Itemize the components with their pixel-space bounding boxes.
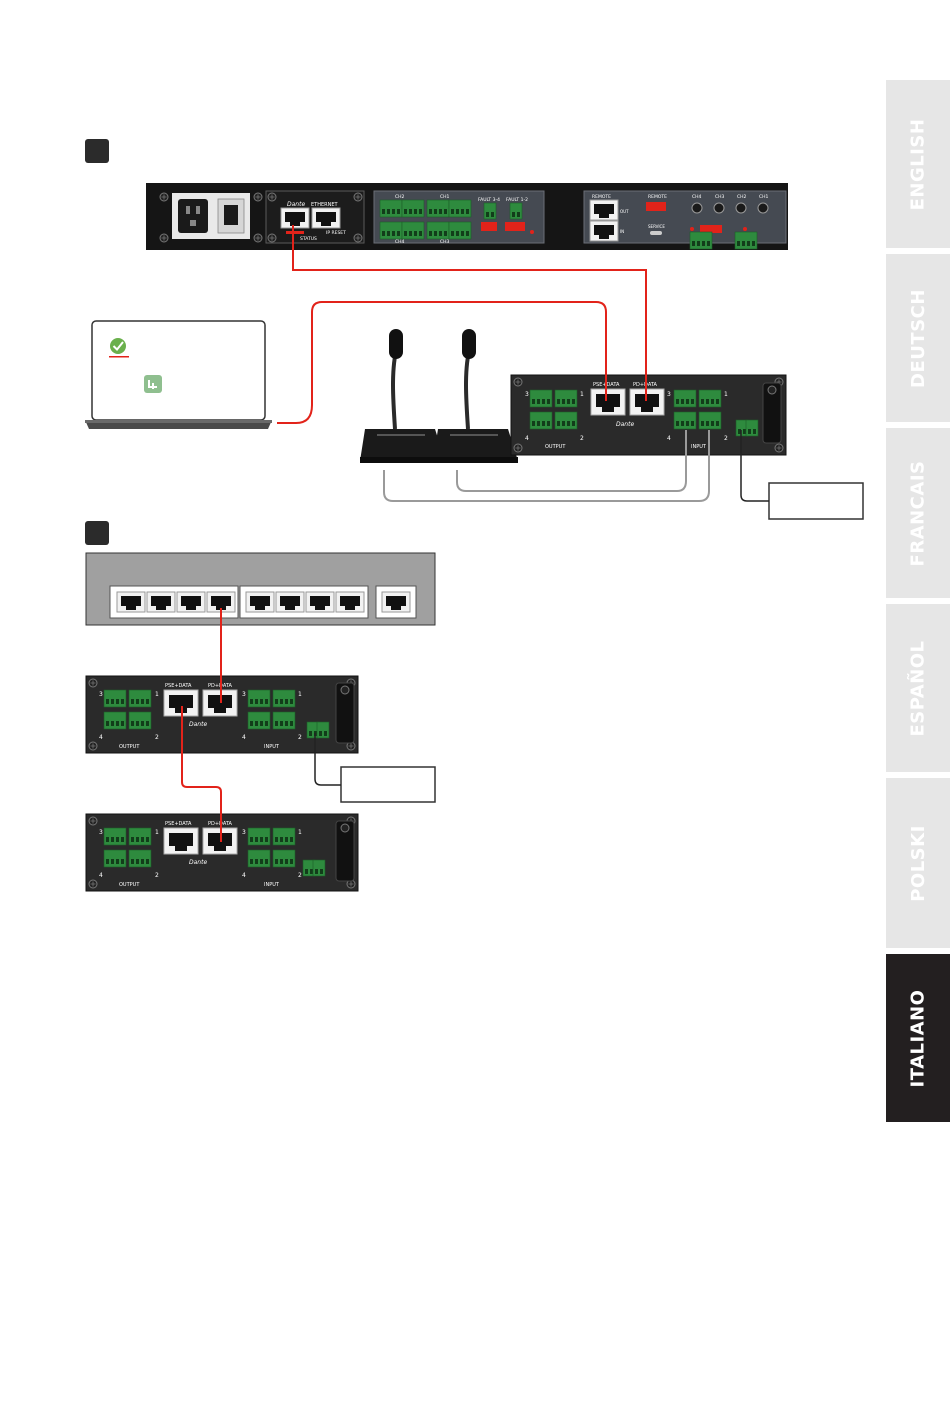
amp-dante-port: [280, 207, 310, 229]
amp-ch-label: CH3: [440, 239, 450, 245]
io-number: 4: [525, 435, 529, 442]
io-number: 1: [155, 691, 159, 698]
amp-ch-label: CH2: [395, 194, 405, 200]
amp-ch-label: CH4: [395, 239, 405, 245]
io-number: 4: [242, 734, 246, 741]
language-tab-deutsch[interactable]: DEUTSCH: [886, 254, 950, 422]
amp-knob-label: CH4: [692, 194, 702, 200]
laptop: [85, 320, 272, 429]
amp-remote-label: REMOTE: [592, 194, 611, 200]
amp-fault-label: FAULT 3-4: [478, 197, 500, 203]
amp-status-label: STATUS: [300, 236, 317, 242]
step-marker-2: [85, 521, 109, 545]
input-label: INPUT: [691, 444, 707, 450]
dante-logo: Dante: [189, 721, 207, 728]
network-switch: [85, 552, 436, 626]
io-number: 2: [155, 872, 159, 879]
check-icon: [110, 338, 126, 354]
language-tab-english[interactable]: ENGLISH: [886, 80, 950, 248]
cable-mic2: [456, 430, 687, 492]
io-number: 1: [298, 691, 302, 698]
step-marker-1: [85, 139, 109, 163]
io-number: 2: [580, 435, 584, 442]
amp-ethernet-label: ETHERNET: [311, 202, 339, 208]
cable-mic1: [383, 430, 710, 502]
amp-ch-label: CH1: [440, 194, 450, 200]
language-tab-espanol[interactable]: ESPAÑOL: [886, 604, 950, 772]
network-cables: [181, 225, 647, 842]
dante-logo: Dante: [189, 859, 207, 866]
pse-data-label: PSE+DATA: [165, 821, 192, 827]
cable-power-top: [740, 430, 769, 502]
input-label: INPUT: [264, 744, 280, 750]
io-number: 1: [724, 391, 728, 398]
interface-unit-middle: 3 4 1 2 OUTPUT PSE+DATA PD+DATA Dante 3 …: [85, 675, 359, 754]
amp-service-label: SERVICE: [648, 224, 665, 229]
io-number: 3: [525, 391, 529, 398]
app-icon: [143, 374, 163, 394]
cable-laptop-to-pse: [277, 301, 607, 424]
output-label: OUTPUT: [545, 444, 566, 450]
io-number: 3: [99, 691, 103, 698]
cable-power-middle: [314, 733, 341, 786]
pse-data-label: PSE+DATA: [165, 683, 192, 689]
io-number: 2: [724, 435, 728, 442]
io-number: 2: [298, 872, 302, 879]
io-number: 3: [242, 691, 246, 698]
language-tab-polski[interactable]: POLSKI: [886, 778, 950, 948]
amp-fault-label: FAULT 1-2: [506, 197, 528, 203]
io-number: 3: [667, 391, 671, 398]
cable-middle-pse-to-bottom-pd: [181, 706, 222, 842]
amp-remote-dip-label: REMOTE: [648, 194, 667, 200]
amp-remote-out: OUT: [620, 209, 629, 214]
io-number: 2: [155, 734, 159, 741]
gooseneck-microphone-1: [358, 327, 447, 465]
input-label: INPUT: [264, 882, 280, 888]
gooseneck-microphone-2: [431, 327, 520, 465]
amp-dante-label: Dante: [287, 201, 305, 208]
dante-logo: Dante: [616, 421, 634, 428]
amp-ethernet-port: [311, 207, 341, 229]
amp-knob-label: CH3: [715, 194, 725, 200]
io-number: 1: [155, 829, 159, 836]
io-number: 2: [298, 734, 302, 741]
io-number: 3: [242, 829, 246, 836]
language-tab-italiano[interactable]: ITALIANO: [886, 954, 950, 1122]
io-number: 3: [99, 829, 103, 836]
io-number: 1: [580, 391, 584, 398]
power-supply-box: [768, 482, 864, 520]
language-tab-francais[interactable]: FRANCAIS: [886, 428, 950, 598]
pse-data-port: [590, 388, 626, 416]
io-number: 4: [99, 872, 103, 879]
amp-knob-label: CH2: [737, 194, 747, 200]
io-number: 4: [242, 872, 246, 879]
io-number: 4: [99, 734, 103, 741]
cable-amp-to-pd: [292, 225, 647, 401]
output-label: OUTPUT: [119, 882, 140, 888]
output-label: OUTPUT: [119, 744, 140, 750]
amp-ip-reset-label: IP RESET: [326, 230, 346, 236]
amp-knob-label: CH1: [759, 194, 769, 200]
amp-remote-in: IN: [620, 229, 624, 234]
io-number: 1: [298, 829, 302, 836]
pse-data-port: [163, 827, 199, 855]
microphone-cables: [383, 430, 710, 502]
power-cables: [314, 430, 769, 786]
interface-unit-top: 3 4 1 2 OUTPUT PSE+DATA PD+DATA Dante 3 …: [510, 374, 787, 456]
amplifier-rear-panel: Dante ETHERNET STATUS IP RESET CH2 CH1 C…: [146, 183, 788, 250]
io-number: 4: [667, 435, 671, 442]
power-supply-box: [340, 766, 436, 803]
